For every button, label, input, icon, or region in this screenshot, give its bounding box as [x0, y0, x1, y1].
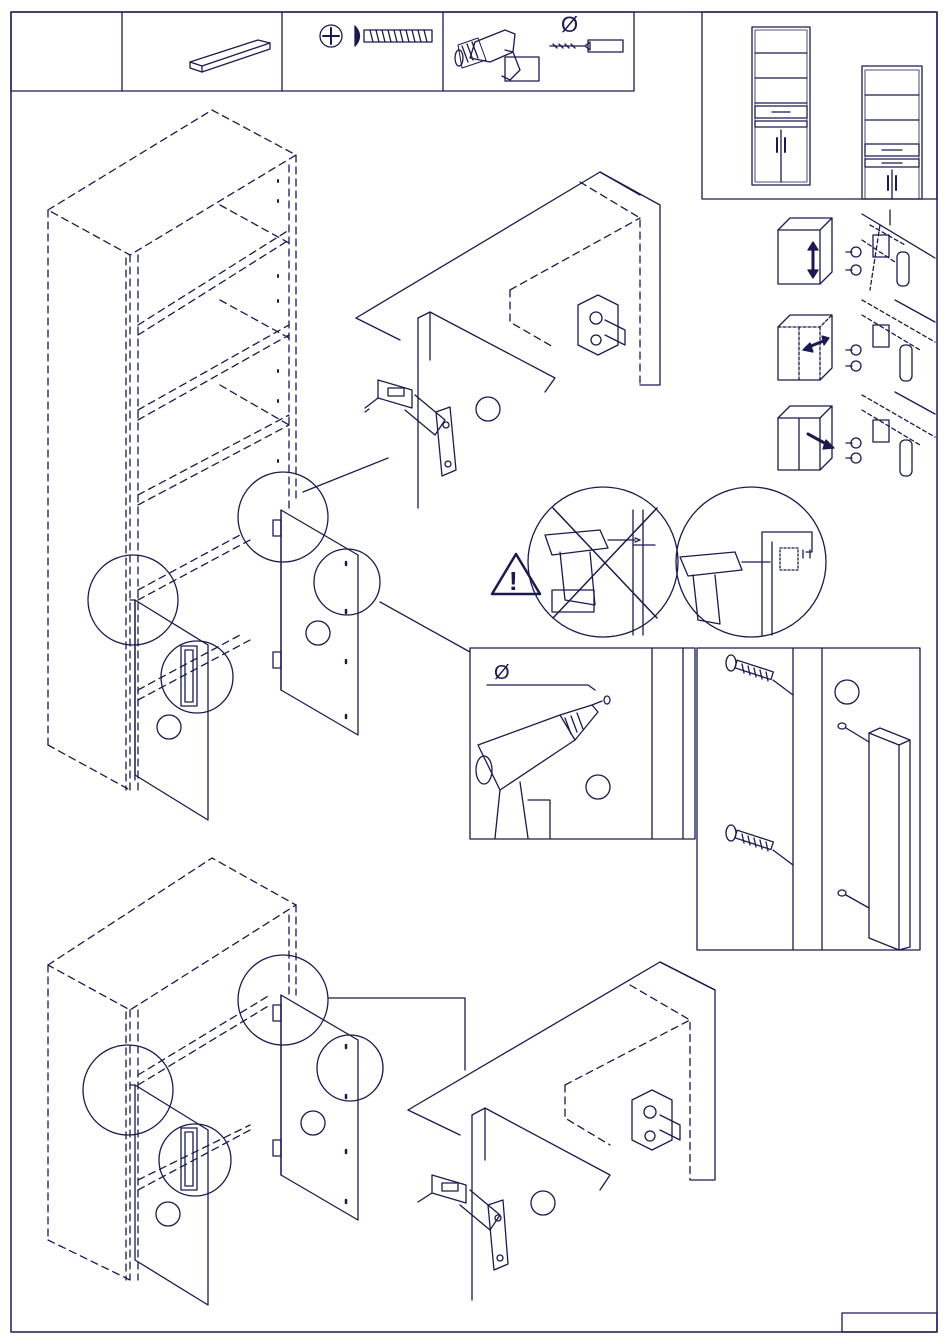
lower-cabinet-illustration: [48, 858, 465, 1305]
handle-screw-top: [726, 655, 773, 681]
callout-number-2: [157, 715, 181, 739]
detail-circle-side: [314, 549, 380, 615]
handle-detail-box: [697, 648, 920, 950]
page-number-box: [842, 1313, 937, 1332]
hinge-arm-lower: [418, 1175, 508, 1270]
diameter-symbol: Ø: [561, 12, 578, 37]
horizontal-arrow-icon: [803, 336, 829, 352]
adjust-side: [778, 300, 935, 381]
detail-circle-side-lower: [317, 1035, 383, 1101]
overview-tall-cabinet: [752, 27, 810, 185]
adjust-depth: [778, 392, 935, 476]
left-door: [130, 600, 208, 820]
detail-circle-hinge: [238, 472, 328, 562]
power-drill-icon: Ø: [455, 12, 623, 81]
right-door-lower: [273, 995, 358, 1220]
hinge-adjustments: [778, 210, 935, 476]
tool-strip: Ø: [11, 12, 634, 91]
overview-medium-cabinet: [862, 66, 922, 199]
hinge-mounting-plate-lower: [632, 1090, 680, 1150]
warning-symbol: !: [509, 566, 518, 596]
callout-number-8: [531, 1191, 555, 1215]
drill-detail-box: Ø: [470, 648, 695, 839]
left-door-lower: [130, 1085, 208, 1305]
callout-number-6: [301, 1111, 325, 1135]
hinge-detail-upper: [356, 172, 660, 508]
right-door: [273, 510, 358, 735]
wooden-strip-icon: [190, 40, 270, 72]
hinge-mounting-plate: [578, 295, 625, 355]
page-border: [11, 12, 937, 1332]
adjust-height: [778, 210, 935, 290]
callout-number-4: [586, 775, 610, 799]
detail-circle-corner-lower: [83, 1045, 173, 1135]
handle-screw-bottom: [726, 825, 773, 851]
phillips-screw-icon: [320, 25, 432, 47]
detail-circle-hinge-lower: [238, 955, 328, 1045]
tall-cabinet-illustration: [48, 110, 470, 820]
handle-bar: [869, 728, 910, 950]
drilling-warning: !: [492, 487, 826, 637]
hinge-detail-lower: [408, 962, 715, 1300]
callout-number-3: [476, 397, 500, 421]
callout-number-7: [156, 1202, 180, 1226]
diagonal-arrow-icon: [808, 434, 834, 449]
drill-diameter-symbol: Ø: [494, 662, 510, 684]
callout-number-1: [306, 621, 330, 645]
callout-number-5: [835, 680, 859, 704]
overview-box: [702, 12, 937, 199]
vertical-arrow-icon: [808, 242, 818, 278]
